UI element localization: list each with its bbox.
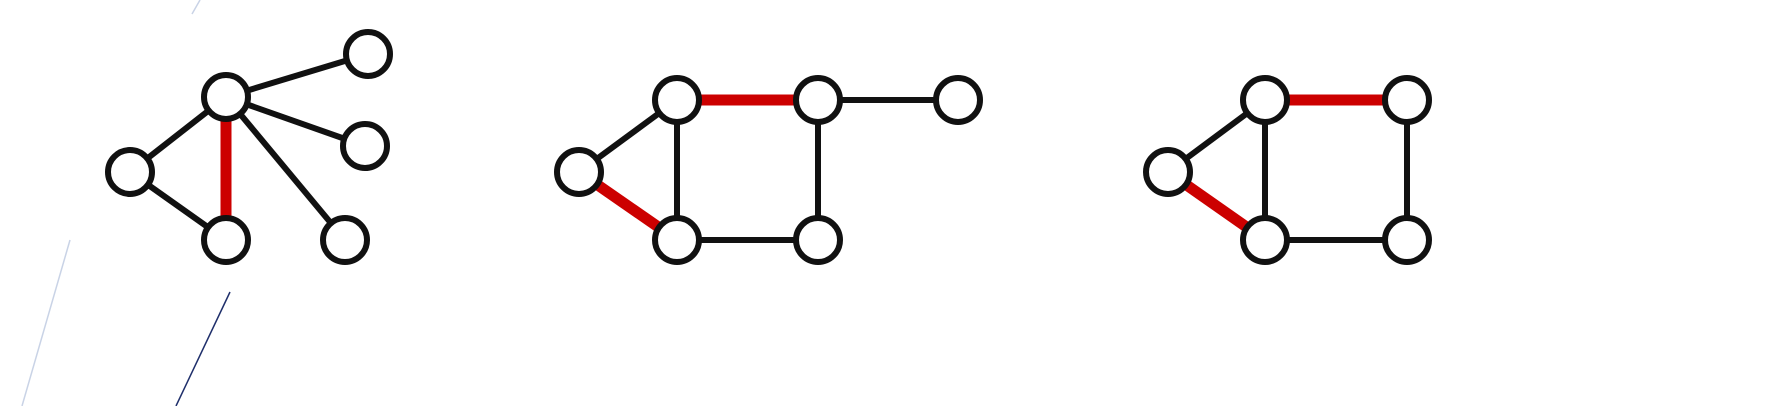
edge-a-f xyxy=(223,95,348,242)
graph-node-c xyxy=(554,147,604,197)
decorative-lines xyxy=(21,0,231,406)
graph-node-d xyxy=(1240,215,1290,265)
decorative-line-accent xyxy=(175,291,231,406)
graph-node-e xyxy=(340,121,390,171)
graphs-group xyxy=(105,29,1432,265)
graph-1 xyxy=(105,29,393,265)
graph-node-e xyxy=(1382,215,1432,265)
graph-node-f xyxy=(320,215,370,265)
graph-node-c xyxy=(105,147,155,197)
graph-node-a xyxy=(201,72,251,122)
graph-node-d xyxy=(652,215,702,265)
graph-node-f xyxy=(933,75,983,125)
decorative-line-top xyxy=(191,0,201,15)
graph-node-b xyxy=(793,75,843,125)
decorative-line-left xyxy=(21,239,71,406)
graph-node-b xyxy=(343,29,393,79)
graph-3 xyxy=(1143,75,1432,265)
graph-node-a xyxy=(1240,75,1290,125)
graph-2 xyxy=(554,75,983,265)
graph-node-b xyxy=(1382,75,1432,125)
graph-node-a xyxy=(652,75,702,125)
graph-node-e xyxy=(793,215,843,265)
graph-node-c xyxy=(1143,147,1193,197)
graph-node-d xyxy=(201,215,251,265)
